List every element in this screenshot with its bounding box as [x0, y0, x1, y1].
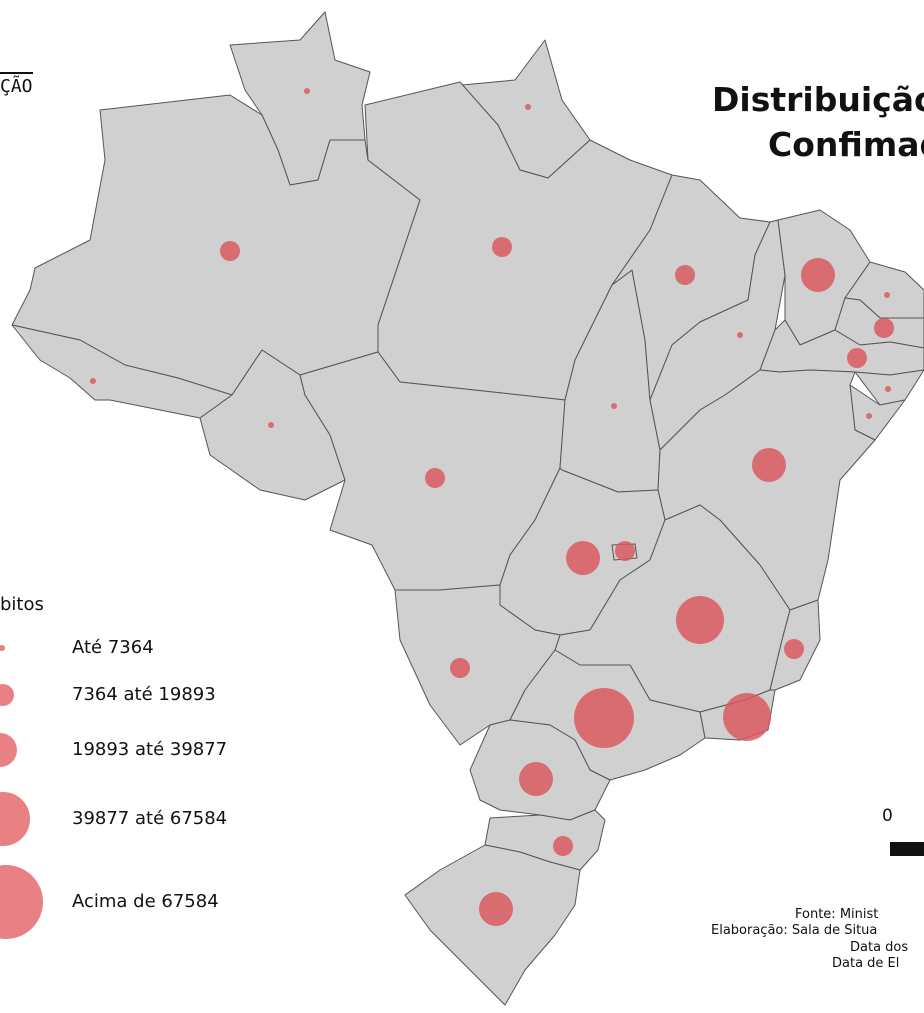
bubble-mato-grosso-do-sul — [450, 658, 470, 678]
bubble-paraiba — [874, 318, 894, 338]
legend-symbol-1 — [0, 645, 5, 651]
map-title-line-2: Confimad — [768, 125, 924, 164]
credit-data-dos: Data dos — [850, 940, 909, 955]
bubble-minas-gerais — [676, 596, 724, 644]
legend-label-1: Até 7364 — [72, 637, 154, 658]
scale-bar — [890, 842, 924, 856]
bubble-rondonia — [268, 422, 274, 428]
legend-label-3: 19893 até 39877 — [72, 739, 228, 760]
legend-label-4: 39877 até 67584 — [72, 808, 228, 829]
legend-symbol-4 — [0, 792, 30, 846]
bubble-rio-de-janeiro — [723, 693, 771, 741]
legend-symbol-5 — [0, 865, 43, 939]
bubble-roraima — [304, 88, 310, 94]
bubble-goias — [566, 541, 600, 575]
bubble-parana — [519, 762, 553, 796]
bubble-para — [492, 237, 512, 257]
bubble-ceara — [801, 258, 835, 292]
credit-elaboracao: Elaboração: Sala de Situa — [711, 923, 878, 938]
bubble-santa-catarina — [553, 836, 573, 856]
bubble-mato-grosso — [425, 468, 445, 488]
bubble-rio-grande-do-norte — [884, 292, 890, 298]
bubble-espirito-santo — [784, 639, 804, 659]
legend-label-5: Acima de 67584 — [72, 891, 219, 912]
map-title-line-1: Distribuição — [712, 80, 924, 119]
bubble-alagoas — [885, 386, 891, 392]
credit-data-de: Data de El — [832, 956, 900, 971]
bubble-amazonas — [220, 241, 240, 261]
legend-label-2: 7364 até 19893 — [72, 684, 216, 705]
bubble-distrito-federal — [615, 541, 635, 561]
corner-heading-fragment: ÇÃO — [0, 72, 33, 97]
bubble-pernambuco — [847, 348, 867, 368]
bubble-sergipe — [866, 413, 872, 419]
state-acre — [11, 324, 233, 419]
bubble-acre — [90, 378, 96, 384]
bubble-tocantins — [611, 403, 617, 409]
legend-symbol-3 — [0, 733, 17, 767]
credit-fonte: Fonte: Minist — [795, 907, 879, 922]
legend-symbol-2 — [0, 684, 14, 706]
bubble-rio-grande-do-sul — [479, 892, 513, 926]
legend-title: bitos — [0, 594, 44, 615]
scale-zero-label: 0 — [882, 806, 893, 826]
bubble-sao-paulo — [574, 688, 634, 748]
bubble-maranhao — [675, 265, 695, 285]
bubble-amapa — [525, 104, 531, 110]
bubble-piaui — [737, 332, 743, 338]
bubble-bahia — [752, 448, 786, 482]
